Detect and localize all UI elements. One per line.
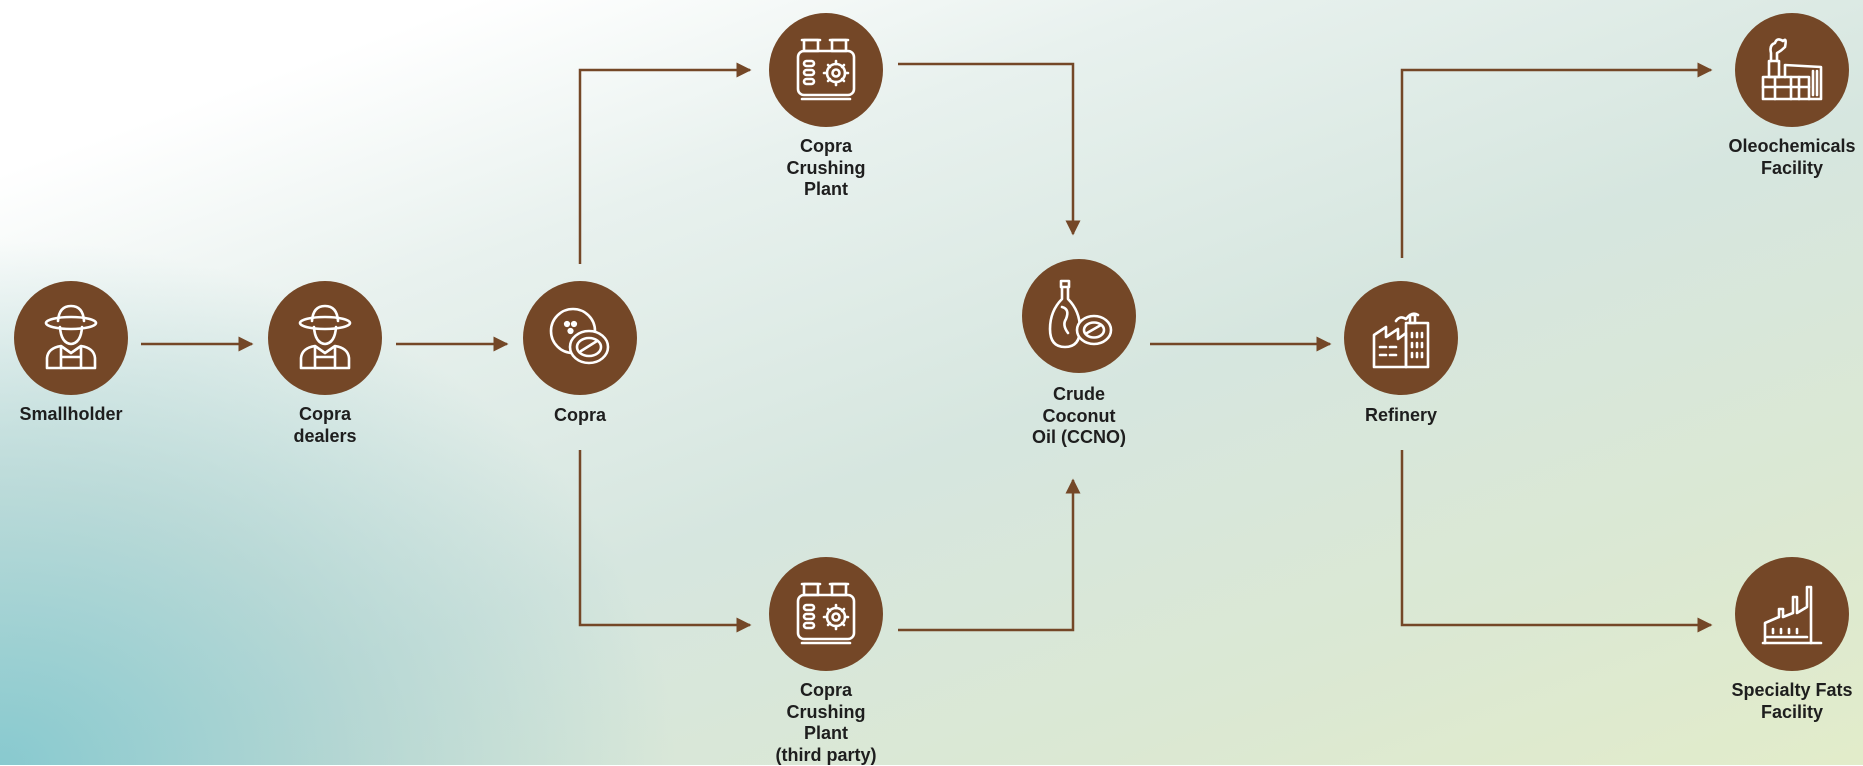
industrial-building-icon: [1761, 38, 1823, 101]
label-copra-dealers: Copra dealers: [293, 404, 357, 446]
node-smallholder: [14, 281, 128, 395]
node-copra: [523, 281, 637, 395]
farmer-icon: [44, 304, 98, 370]
label-crushing-plant-third-party: Copra Crushing Plant (third party): [775, 680, 877, 765]
factory-chimneys-icon: [1761, 585, 1823, 645]
label-smallholder: Smallholder: [19, 404, 123, 424]
label-refinery: Refinery: [1364, 405, 1438, 425]
crushing-machine-icon: [796, 38, 856, 101]
label-oleochemicals: Oleochemicals Facility: [1728, 136, 1856, 178]
node-specialty-fats: [1735, 557, 1849, 671]
label-copra: Copra: [553, 405, 606, 425]
factory-icon: [1372, 312, 1430, 369]
oil-bottle-coconut-icon: [1048, 279, 1113, 349]
coconut-icon: [549, 307, 610, 365]
edge-refinery-to-oleochemicals: [1400, 62, 1713, 258]
edge-refinery-to-specialty-fats: [1400, 450, 1713, 633]
label-crushing-plant: Copra Crushing Plant: [786, 136, 866, 199]
node-copra-dealers: [268, 281, 382, 395]
crushing-machine-icon: [796, 582, 856, 645]
label-ccno: Crude Coconut Oil (CCNO): [1032, 384, 1126, 447]
edge-copra-to-crushing-plant: [578, 62, 752, 264]
node-refinery: [1344, 281, 1458, 395]
farmer-icon: [298, 304, 352, 370]
node-ccno: [1022, 259, 1136, 373]
edge-crushing-plant-to-ccno: [898, 62, 1081, 236]
node-crushing-plant: [769, 13, 883, 127]
edge-copra-to-crushing-plant-third-party: [578, 450, 752, 633]
edge-third-party-to-ccno: [898, 478, 1081, 632]
label-specialty-fats: Specialty Fats Facility: [1731, 680, 1853, 722]
node-crushing-plant-third-party: [769, 557, 883, 671]
node-oleochemicals: [1735, 13, 1849, 127]
